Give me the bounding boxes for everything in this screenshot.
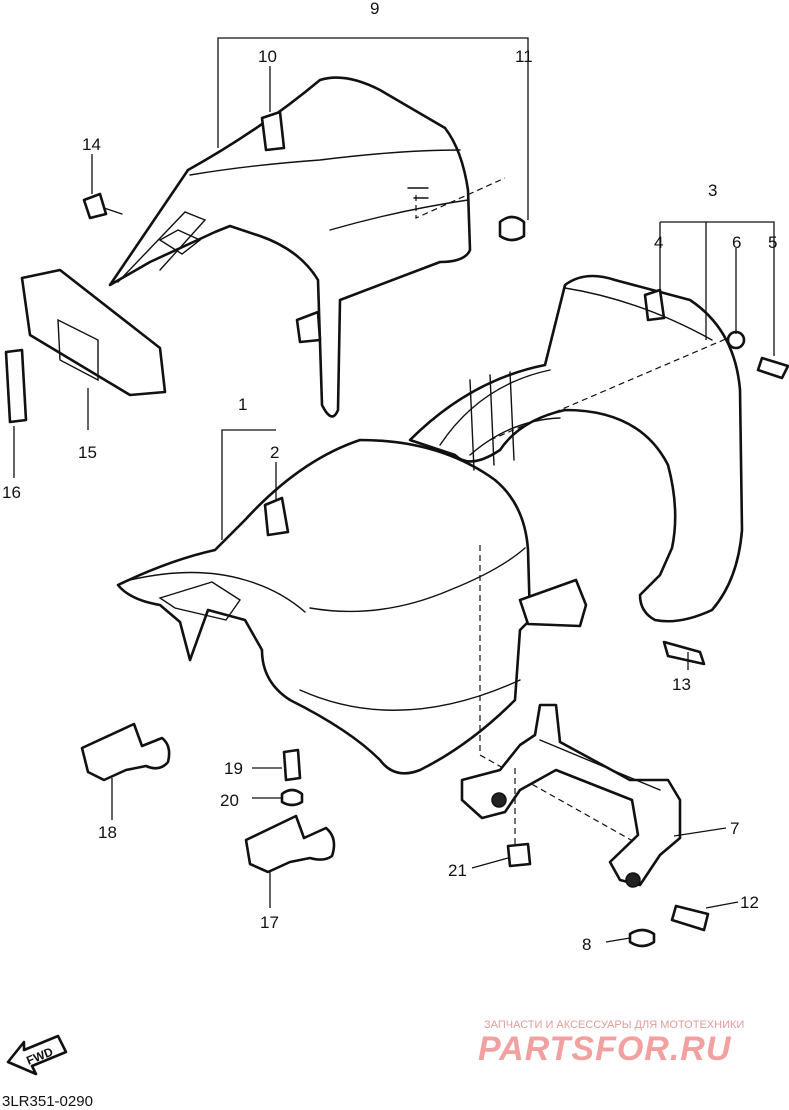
callout-7: 7 [730,819,739,838]
damper-11 [498,215,526,242]
callout-20: 20 [220,791,239,810]
callout-16: 16 [2,483,21,502]
callout-15: 15 [78,443,97,462]
seat-bracket [460,703,682,888]
collar-6 [726,330,746,350]
watermark-tagline: ЗАПЧАСТИ И АКСЕССУАРЫ ДЛЯ МОТОТЕХНИКИ [484,1019,744,1031]
leader-lines [13,37,775,943]
fwd-arrow: FWD [6,1034,68,1076]
callout-6: 6 [732,233,741,252]
callout-10: 10 [258,47,277,66]
bracket-15 [20,268,167,397]
callout-19: 19 [224,759,243,778]
bolt-12 [670,904,710,932]
callout-labels: 9 10 11 14 3 4 6 5 1 2 15 16 13 19 20 18… [2,0,777,954]
strap-16 [4,348,28,424]
callout-17: 17 [260,913,279,932]
screw-5 [756,356,789,380]
bolt-14 [82,192,123,220]
lock-17 [244,814,336,874]
callout-2: 2 [270,443,279,462]
front-seat [116,438,641,846]
callout-11: 11 [515,47,533,66]
callout-5: 5 [768,233,777,252]
seat-cowl [408,274,744,623]
watermark-brand: PARTSFOR.RU [478,1030,732,1068]
collar-20 [280,788,304,807]
callout-4: 4 [654,233,663,252]
callout-8: 8 [582,935,591,954]
callout-12: 12 [740,893,759,912]
diagram-code: 3LR351-0290 [2,1093,93,1110]
damper-21 [506,842,532,868]
callout-13: 13 [672,675,691,694]
callout-21: 21 [448,861,467,880]
callout-9: 9 [370,0,379,18]
callout-3: 3 [708,181,717,200]
rear-seat [108,76,506,418]
bolt-13 [662,640,706,666]
washer-8 [628,928,656,948]
bolt-19 [282,748,302,782]
callout-1: 1 [238,395,247,414]
watermark: ЗАПЧАСТИ И АКСЕССУАРЫ ДЛЯ МОТОТЕХНИКИ PA… [478,1019,744,1068]
lock-18 [80,722,171,782]
callout-18: 18 [98,823,117,842]
callout-14: 14 [82,135,101,154]
